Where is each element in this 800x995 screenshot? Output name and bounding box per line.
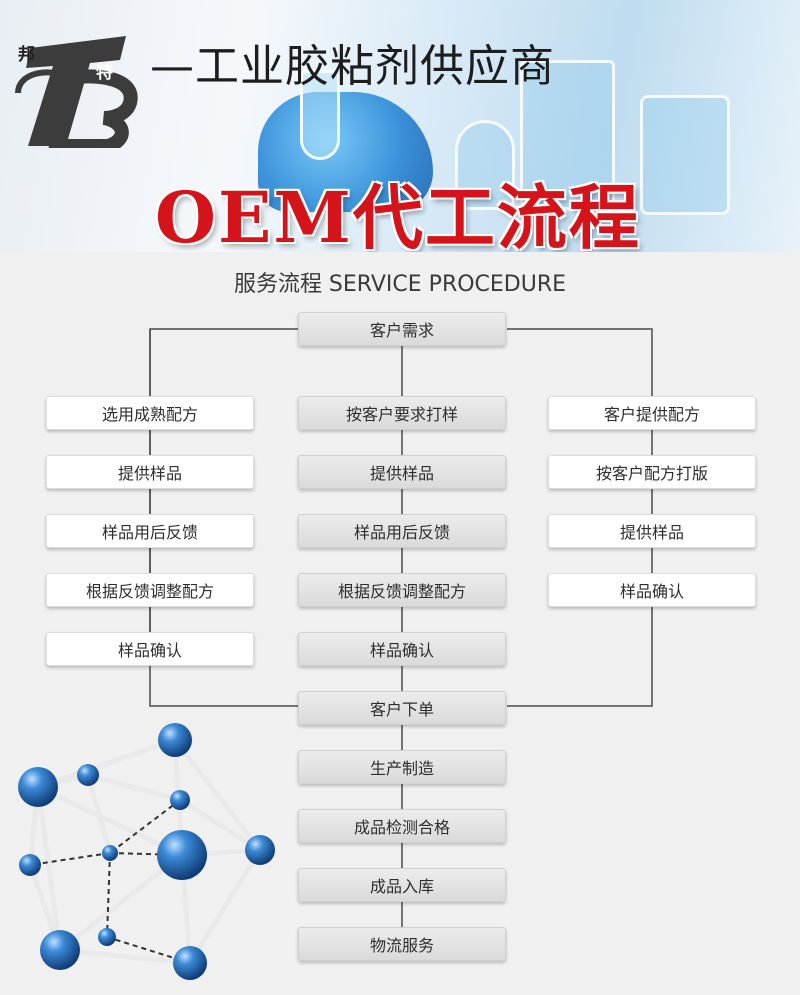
flow-node-bottom-3: 成品入库 (298, 868, 506, 902)
flow-node-right-2: 提供样品 (548, 514, 756, 548)
flow-node-center-4: 样品确认 (298, 632, 506, 666)
beaker-graphic (640, 95, 730, 215)
test-tube-graphic (300, 70, 340, 160)
page-title: OEM代工流程 (155, 176, 641, 252)
company-logo: 邦 特 (8, 18, 143, 148)
flow-node-right-3: 样品确认 (548, 573, 756, 607)
flow-node-customer-demand: 客户需求 (298, 312, 506, 346)
flow-node-center-0: 按客户要求打样 (298, 396, 506, 430)
flow-node-left-2: 样品用后反馈 (46, 514, 254, 548)
flow-node-center-1: 提供样品 (298, 455, 506, 489)
logo-char-te: 特 (96, 63, 113, 83)
logo-char-bang: 邦 (18, 45, 35, 65)
molecule-model-icon (18, 723, 275, 980)
section-title: 服务流程 SERVICE PROCEDURE (233, 272, 567, 297)
tagline: —工业胶粘剂供应商 (150, 41, 555, 92)
header-banner: 邦 特 —工业胶粘剂供应商 OEM代工流程 (0, 0, 800, 252)
gloved-hand-graphic (258, 92, 433, 212)
tb-logo-icon (15, 36, 138, 148)
flow-node-left-0: 选用成熟配方 (46, 396, 254, 430)
flow-node-bottom-4: 物流服务 (298, 927, 506, 961)
flow-node-center-3: 根据反馈调整配方 (298, 573, 506, 607)
flow-node-left-1: 提供样品 (46, 455, 254, 489)
flow-node-bottom-1: 生产制造 (298, 750, 506, 784)
flow-node-bottom-2: 成品检测合格 (298, 809, 506, 843)
flow-node-right-0: 客户提供配方 (548, 396, 756, 430)
flow-node-right-1: 按客户配方打版 (548, 455, 756, 489)
flow-node-left-4: 样品确认 (46, 632, 254, 666)
beaker-graphic (520, 60, 615, 210)
flow-node-left-3: 根据反馈调整配方 (46, 573, 254, 607)
flow-node-center-2: 样品用后反馈 (298, 514, 506, 548)
flask-graphic (455, 120, 515, 210)
flow-node-bottom-0: 客户下单 (298, 691, 506, 725)
